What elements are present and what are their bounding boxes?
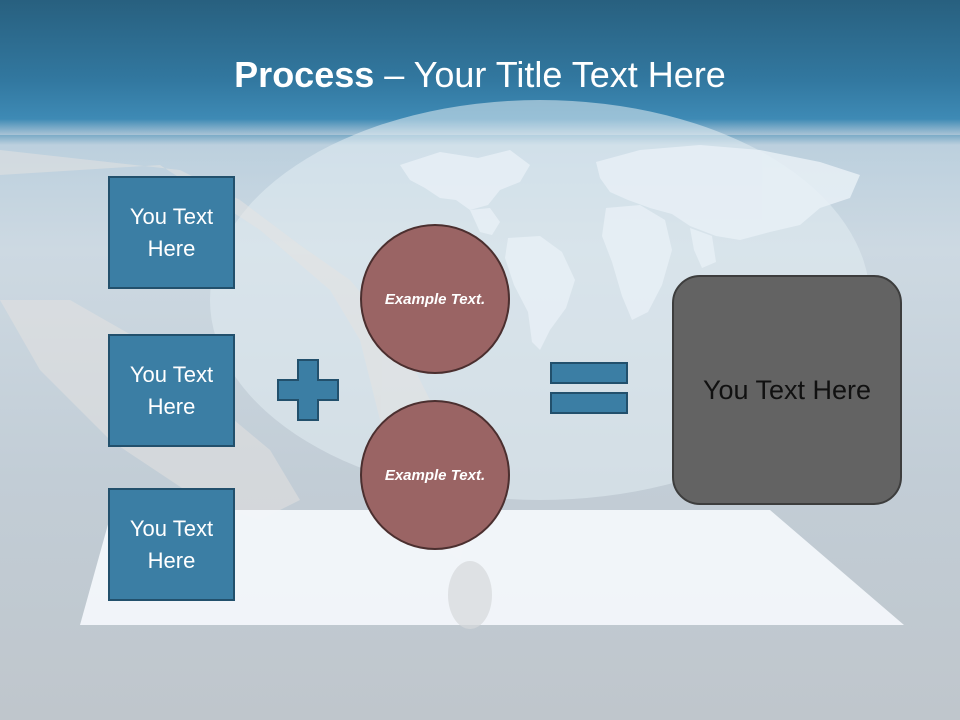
input-box-2[interactable]: You Text Here: [108, 334, 235, 447]
input-box-3[interactable]: You Text Here: [108, 488, 235, 601]
slide-title: Process – Your Title Text Here: [0, 52, 960, 98]
example-circle-1[interactable]: Example Text.: [360, 224, 510, 374]
title-bold: Process: [234, 54, 375, 95]
tablet-graphic: [80, 510, 904, 625]
finger-reflection: [448, 561, 492, 629]
equals-icon: [550, 362, 628, 414]
plus-icon: [277, 359, 339, 421]
example-circle-2[interactable]: Example Text.: [360, 400, 510, 550]
input-box-1[interactable]: You Text Here: [108, 176, 235, 289]
result-box[interactable]: You Text Here: [672, 275, 902, 505]
title-rest: – Your Title Text Here: [374, 54, 726, 95]
